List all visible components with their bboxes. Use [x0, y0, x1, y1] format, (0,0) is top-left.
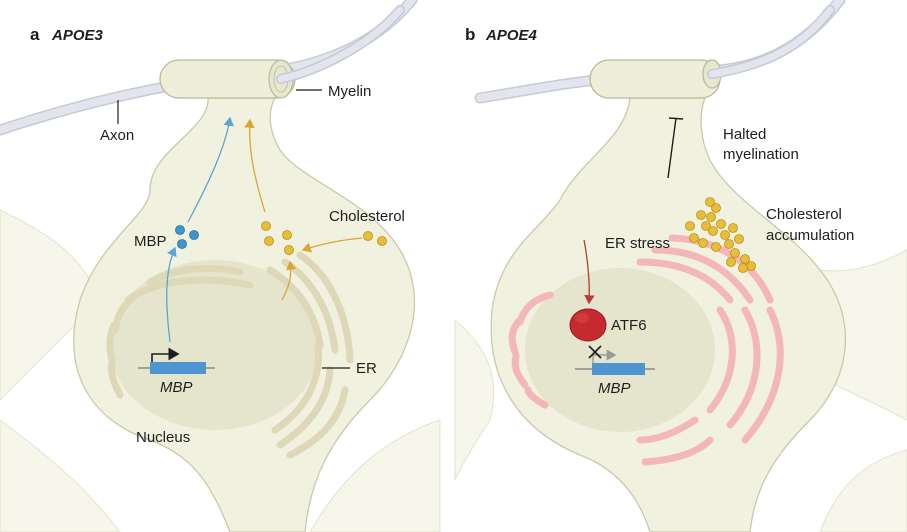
mbp-gene-box-a [150, 362, 206, 374]
cholesterol-transport-arrow [244, 118, 266, 213]
halted-label-line2: myelination [723, 146, 799, 163]
transcription-start-arrow-a [151, 347, 180, 362]
nucleus-label: Nucleus [136, 429, 190, 446]
mbp-protein-label: MBP [134, 233, 167, 250]
cholesterol-er-arrow [281, 260, 297, 301]
er-stress-label: ER stress [605, 235, 670, 252]
cholesterol-accumulation-cluster [685, 197, 756, 273]
mbp-expression-arrow [166, 246, 177, 343]
atf6-label: ATF6 [611, 317, 647, 334]
mbp-gene-label-b: MBP [598, 380, 631, 397]
mbp-transport-arrow [187, 116, 234, 223]
cholesterol-accumulation-line1: Cholesterol [766, 206, 842, 223]
background-cells-a [0, 209, 441, 532]
halted-myelination-inhibitor [667, 117, 677, 179]
panel-a: a APOE3 Axon Myelin Cholesterol MBP MBP … [0, 0, 441, 532]
cholesterol-label-a: Cholesterol [329, 208, 405, 225]
mbp-gene-box-b [592, 363, 645, 375]
myelin-label: Myelin [328, 83, 371, 100]
cholesterol-uptake-arrow [301, 237, 363, 253]
panel-title-b: APOE4 [485, 27, 538, 44]
cholesterol-cluster-a [261, 221, 387, 255]
axon-label: Axon [100, 127, 134, 144]
er-stress-arrow [583, 239, 595, 305]
nucleus-b [525, 268, 715, 432]
cholesterol-accumulation-line2: accumulation [766, 227, 854, 244]
block-x-icon [588, 345, 602, 359]
myelin-segment-b [589, 59, 721, 99]
panel-letter-b: b [465, 25, 475, 44]
panel-title-a: APOE3 [51, 27, 104, 44]
panel-letter-a: a [30, 25, 40, 44]
nucleus-a [110, 260, 320, 430]
mbp-gene-label-a: MBP [160, 379, 193, 396]
atf6-protein [569, 308, 607, 342]
er-label: ER [356, 360, 377, 377]
mbp-protein-cluster [175, 225, 199, 249]
halted-label-line1: Halted [723, 126, 766, 143]
panel-b: b APOE4 Halted myelination Cholesterol a… [454, 0, 907, 532]
